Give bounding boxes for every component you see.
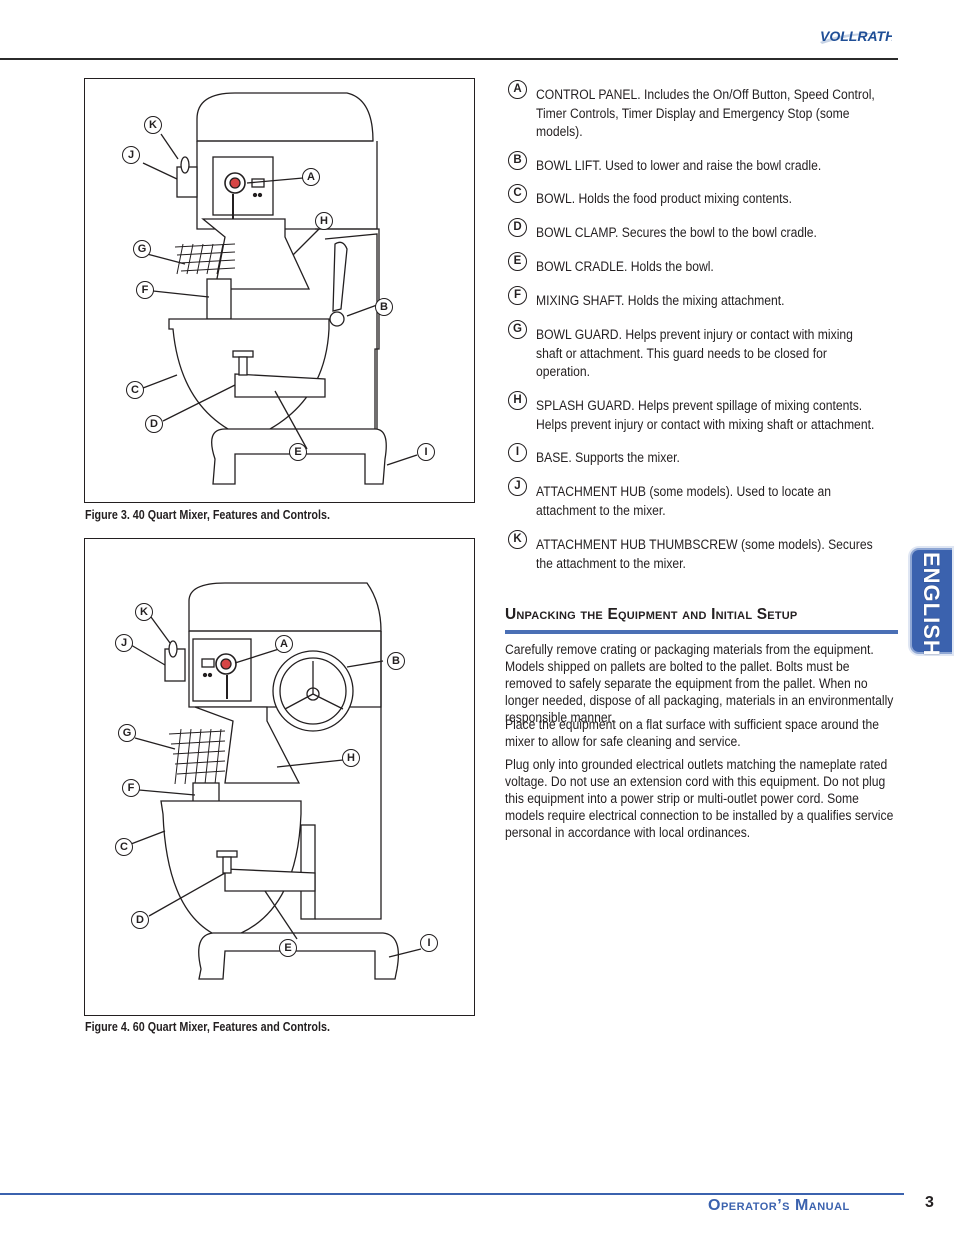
header-rule xyxy=(0,58,898,60)
callout-c: C xyxy=(115,838,133,856)
feature-letter: J xyxy=(508,477,527,496)
footer-rule xyxy=(0,1193,904,1195)
language-tab-label: ENGLISH xyxy=(916,552,946,657)
callout-d: D xyxy=(131,911,149,929)
callout-h: H xyxy=(315,212,333,230)
callout-e: E xyxy=(289,443,307,461)
page-number: 3 xyxy=(925,1194,934,1211)
callout-a: A xyxy=(302,168,320,186)
figure-3-diagram: K J A H G F B C D E I xyxy=(84,78,475,503)
language-tab xyxy=(910,548,952,654)
feature-description: SPLASH GUARD. Helps prevent spillage of … xyxy=(536,398,875,432)
callout-b: B xyxy=(387,652,405,670)
figure-4-diagram: K J A B G H F C D E I xyxy=(84,538,475,1016)
footer-title: Operator’s Manual xyxy=(708,1197,850,1214)
callout-f: F xyxy=(122,779,140,797)
feature-letter: B xyxy=(508,151,527,170)
language-tab-text: ENGLISH xyxy=(919,552,944,657)
feature-letter: K xyxy=(508,530,527,549)
feature-description: BOWL LIFT. Used to lower and raise the b… xyxy=(536,158,822,173)
figure-4-caption: Figure 4. 60 Quart Mixer, Features and C… xyxy=(85,1020,330,1034)
feature-letter: A xyxy=(508,80,527,99)
callout-c: C xyxy=(126,381,144,399)
callout-f: F xyxy=(136,281,154,299)
feature-letter: C xyxy=(508,184,527,203)
section-heading: Unpacking the Equipment and Initial Setu… xyxy=(505,606,798,623)
callout-j: J xyxy=(115,634,133,652)
callout-g: G xyxy=(133,240,151,258)
feature-description: CONTROL PANEL. Includes the On/Off Butto… xyxy=(536,87,875,139)
callout-d: D xyxy=(145,415,163,433)
feature-description: BASE. Supports the mixer. xyxy=(536,450,680,465)
callout-h: H xyxy=(342,749,360,767)
callout-j: J xyxy=(122,146,140,164)
callout-b: B xyxy=(375,298,393,316)
paragraph-unpacking: Carefully remove crating or packaging ma… xyxy=(505,642,894,725)
feature-description: ATTACHMENT HUB (some models). Used to lo… xyxy=(536,484,832,518)
callout-i: I xyxy=(417,443,435,461)
feature-description: BOWL. Holds the food product mixing cont… xyxy=(536,191,792,206)
logo-wordmark: VOLLRATH xyxy=(820,28,892,44)
feature-description: BOWL CRADLE. Holds the bowl. xyxy=(536,259,714,274)
callout-e: E xyxy=(279,939,297,957)
paragraph-placement: Place the equipment on a flat surface wi… xyxy=(505,717,879,749)
feature-description: BOWL GUARD. Helps prevent injury or cont… xyxy=(536,327,853,379)
feature-letter: G xyxy=(508,320,527,339)
figure-3-caption: Figure 3. 40 Quart Mixer, Features and C… xyxy=(85,508,330,522)
feature-letter: D xyxy=(508,218,527,237)
feature-letter: E xyxy=(508,252,527,271)
vollrath-logo: VOLLRATH xyxy=(818,26,896,48)
feature-description: MIXING SHAFT. Holds the mixing attachmen… xyxy=(536,293,785,308)
feature-letter: I xyxy=(508,443,527,462)
callout-k: K xyxy=(135,603,153,621)
paragraph-electrical: Plug only into grounded electrical outle… xyxy=(505,757,894,840)
callout-a: A xyxy=(275,635,293,653)
feature-description: ATTACHMENT HUB THUMBSCREW (some models).… xyxy=(536,537,873,571)
feature-letter: F xyxy=(508,286,527,305)
section-rule xyxy=(505,630,898,634)
callout-g: G xyxy=(118,724,136,742)
feature-letter: H xyxy=(508,391,527,410)
callout-k: K xyxy=(144,116,162,134)
callout-i: I xyxy=(420,934,438,952)
feature-description: BOWL CLAMP. Secures the bowl to the bowl… xyxy=(536,225,817,240)
